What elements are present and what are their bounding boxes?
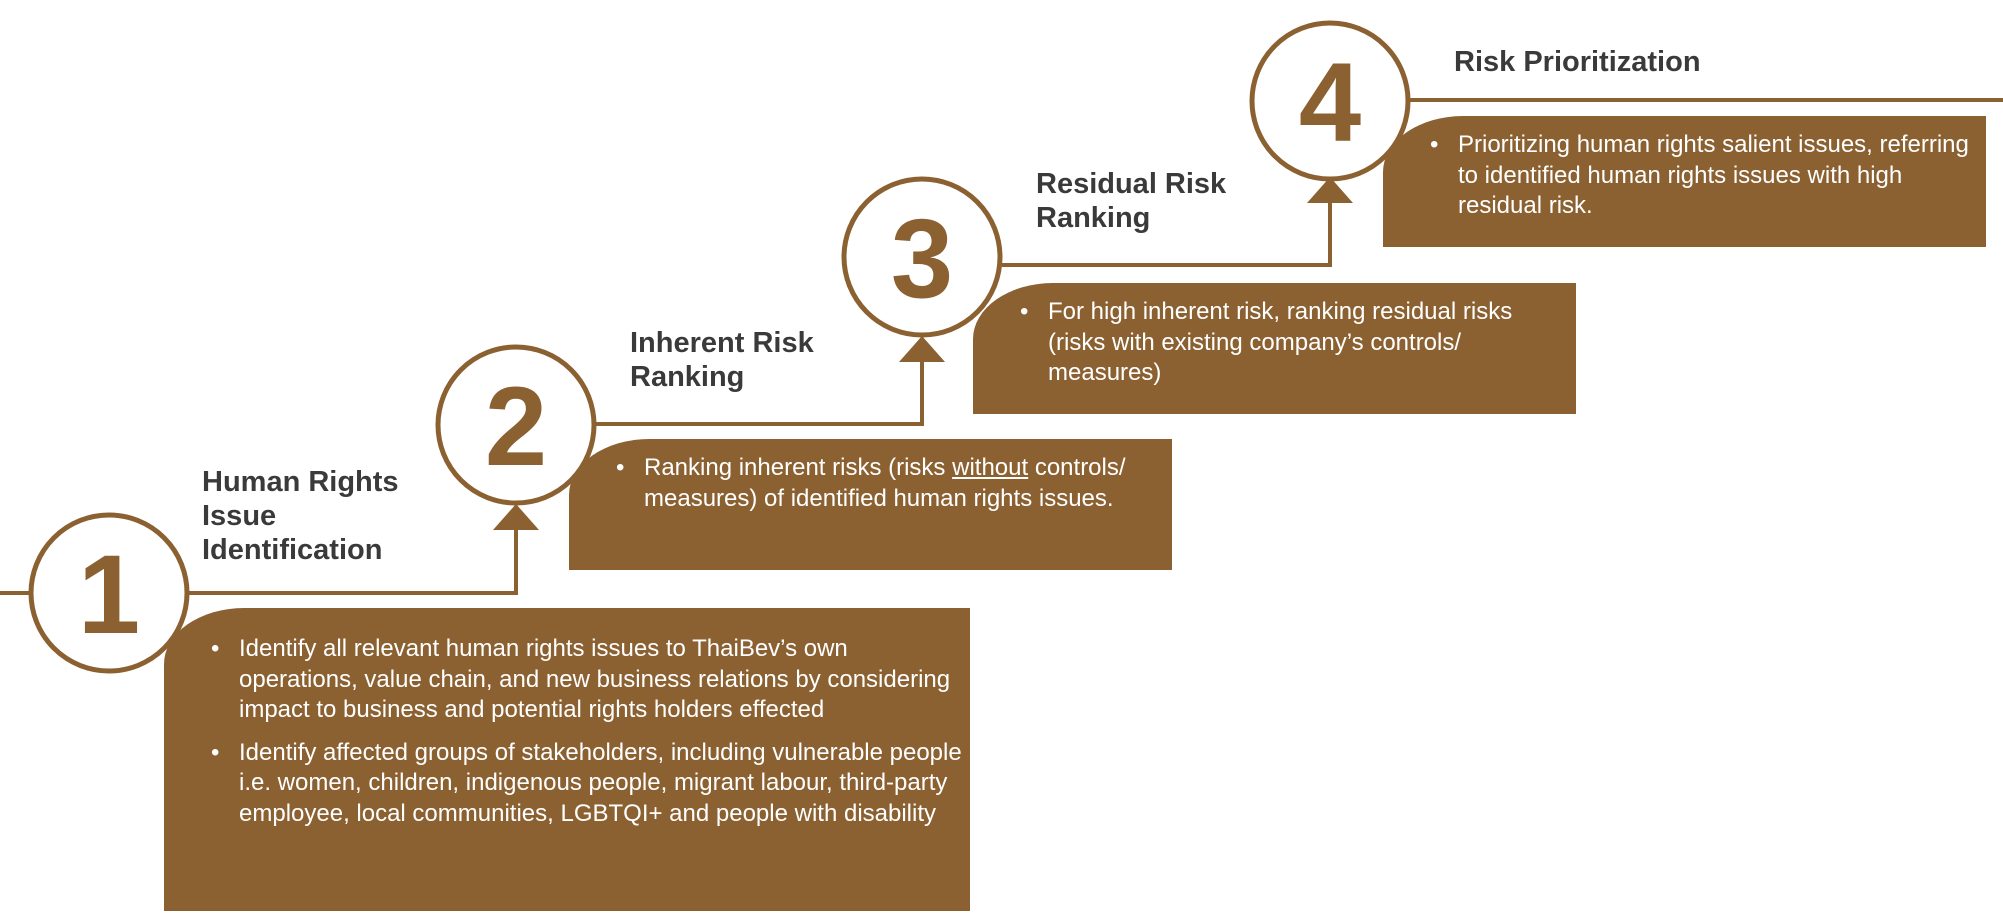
step-2-title-line-2: Ranking (630, 361, 745, 393)
connector-step-3-to-step-4 (1002, 201, 1332, 267)
arrowhead-to-step-4 (1307, 177, 1353, 203)
step-4-bullet-1: Prioritizing human rights salient issues… (1383, 130, 1972, 222)
step-3-title-line-1: Residual Risk (1036, 168, 1227, 200)
step-1-title-line-3: Identification (202, 534, 383, 566)
connector-step-1-to-step-2 (188, 528, 518, 595)
step-4-title-line-1: Risk Prioritization (1454, 46, 1701, 78)
connector-lines (0, 98, 2003, 595)
step-2-bullet-underlined-word: without (952, 454, 1029, 481)
step-1-bullet-2: Identify affected groups of stakeholders… (164, 738, 970, 830)
step-3-bullet-1: For high inherent risk, ranking residual… (973, 297, 1562, 389)
step-1-title-line-1: Human Rights (202, 466, 399, 498)
step-1-title-line-2: Issue (202, 500, 277, 532)
step-4-description-box: Prioritizing human rights salient issues… (1383, 116, 1986, 247)
step-2-title: Inherent Risk Ranking (630, 326, 814, 394)
step-2-description-box: Ranking inherent risks (risks without co… (569, 439, 1172, 570)
step-1-description-box: Identify all relevant human rights issue… (164, 608, 970, 911)
step-2-bullet-text-before: Ranking inherent risks (risks (644, 454, 953, 481)
step-1-title: Human Rights Issue Identification (202, 465, 399, 567)
arrowheads (493, 177, 1353, 530)
step-1-bullet-1: Identify all relevant human rights issue… (164, 634, 970, 726)
connector-step-2-to-step-3 (595, 360, 924, 426)
step-2-title-line-1: Inherent Risk (630, 327, 814, 359)
step-2-bullet-text-after: controls/ measures) of identified human … (644, 454, 1126, 512)
step-2-bullet-1: Ranking inherent risks (risks without co… (569, 453, 1172, 514)
step-3-title: Residual Risk Ranking (1036, 167, 1226, 235)
arrowhead-to-step-2 (493, 504, 539, 530)
step-3-title-line-2: Ranking (1036, 202, 1151, 234)
step-4-title: Risk Prioritization (1454, 45, 1701, 79)
step-3-description-box: For high inherent risk, ranking residual… (973, 283, 1576, 414)
arrowhead-to-step-3 (899, 336, 945, 362)
